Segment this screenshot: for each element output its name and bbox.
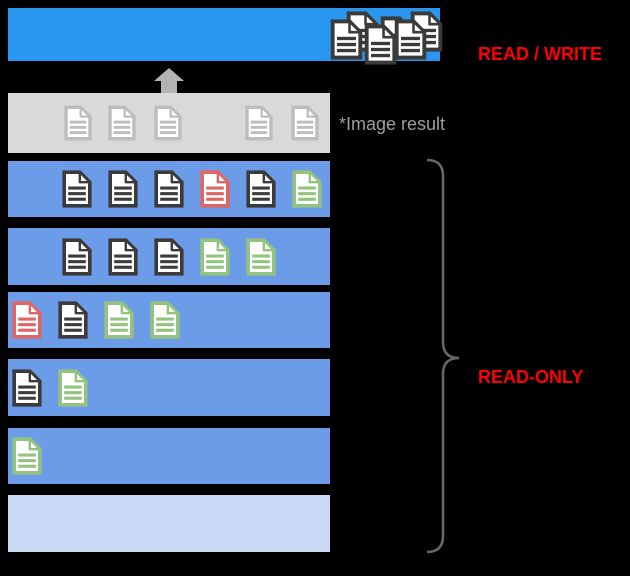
document-icon-dark <box>62 238 92 276</box>
document-icon-green <box>12 437 42 475</box>
document-icon-dark-slot <box>246 170 276 208</box>
document-icon-dark-slot <box>12 369 42 407</box>
read-only-layer-2 <box>8 228 330 285</box>
document-icon-green-slot <box>246 238 276 276</box>
document-icon-green-slot <box>200 238 230 276</box>
document-icon-green-slot <box>292 170 322 208</box>
document-icon-dark <box>12 369 42 407</box>
image-result-label: *Image result <box>339 114 446 134</box>
document-icon-dark-slot <box>108 170 138 208</box>
read-write-label: READ / WRITE <box>478 44 602 64</box>
document-icon-dark-slot <box>62 238 92 276</box>
document-icon-gray-slot <box>108 105 136 141</box>
read-only-layer-5 <box>8 428 330 484</box>
document-icon-dark-slot <box>108 238 138 276</box>
read-only-layer-1 <box>8 161 330 217</box>
read-only-layer-6 <box>8 495 330 552</box>
document-icon-dark-slot <box>394 19 427 60</box>
document-icon-gray <box>64 105 92 141</box>
document-icon-dark <box>154 170 184 208</box>
document-icon-red <box>200 170 230 208</box>
document-icon-dark <box>246 170 276 208</box>
document-icon-red <box>12 301 42 339</box>
document-icon-green-slot <box>104 301 134 339</box>
document-icon-dark <box>58 301 88 339</box>
document-icon-dark <box>154 238 184 276</box>
document-icon-dark-slot <box>58 301 88 339</box>
document-icon-dark <box>330 19 363 60</box>
document-icon-green <box>58 369 88 407</box>
document-icon-gray <box>108 105 136 141</box>
document-icon-dark <box>394 19 427 60</box>
document-icon-dark-slot <box>154 170 184 208</box>
document-icon-dark <box>108 238 138 276</box>
curly-brace-decoration <box>426 158 460 554</box>
document-icon-green <box>200 238 230 276</box>
document-icon-dark-slot <box>154 238 184 276</box>
read-only-layer-4 <box>8 359 330 416</box>
document-icon-gray-slot <box>64 105 92 141</box>
document-icon-gray <box>154 105 182 141</box>
document-icon-dark <box>62 170 92 208</box>
document-icon-green <box>292 170 322 208</box>
document-icon-green <box>150 301 180 339</box>
document-icon-dark <box>108 170 138 208</box>
document-icon-dark-slot <box>330 19 363 60</box>
document-icon-gray <box>245 105 273 141</box>
read-only-layer-3 <box>8 292 330 348</box>
document-icon-dark-slot <box>62 170 92 208</box>
document-icon-red-slot <box>200 170 230 208</box>
document-icon-green <box>104 301 134 339</box>
document-icon-green-slot <box>12 437 42 475</box>
document-icon-gray <box>291 105 319 141</box>
document-icon-green <box>246 238 276 276</box>
document-icon-red-slot <box>12 301 42 339</box>
document-icon-green-slot <box>150 301 180 339</box>
document-icon-gray-slot <box>245 105 273 141</box>
document-icon-gray-slot <box>154 105 182 141</box>
image-result-layer <box>8 93 330 153</box>
document-icon-gray-slot <box>291 105 319 141</box>
document-icon-dark-slot <box>364 24 397 65</box>
container-layer <box>8 8 443 65</box>
read-only-label: READ-ONLY <box>478 367 584 387</box>
document-icon-dark <box>364 24 397 65</box>
document-icon-green-slot <box>58 369 88 407</box>
document-stack-icon <box>8 8 443 65</box>
